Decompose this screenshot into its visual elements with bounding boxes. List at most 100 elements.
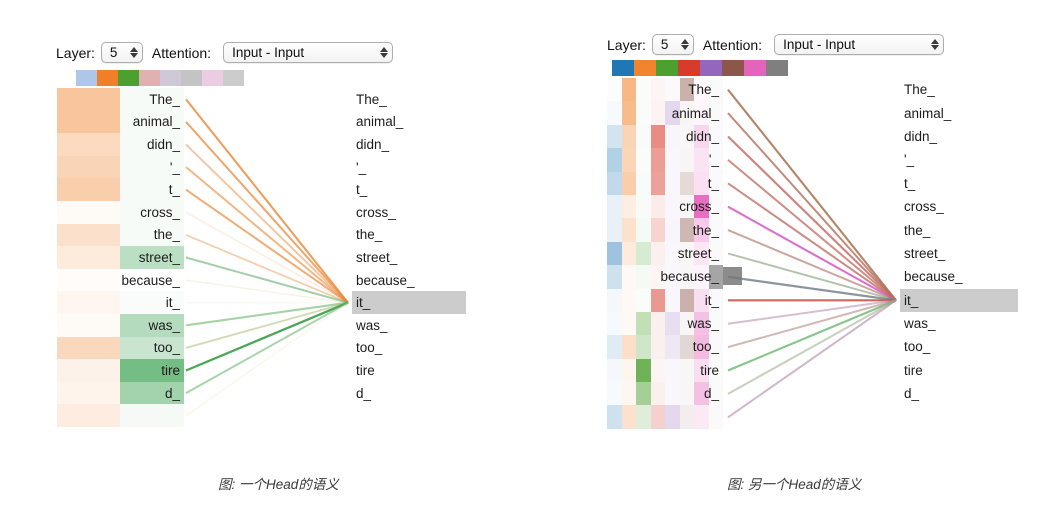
target-token[interactable]: because_ — [900, 265, 1018, 288]
stepper-icon[interactable] — [680, 39, 689, 50]
source-token[interactable]: d_ — [607, 382, 723, 405]
source-token[interactable]: The_ — [120, 88, 184, 111]
target-token[interactable]: d_ — [352, 382, 466, 405]
source-token[interactable]: it_ — [120, 291, 184, 314]
source-token-list-left[interactable]: The_animal_didn_'_t_cross_the_street_bec… — [120, 88, 184, 427]
layer-select-right[interactable]: 5 — [651, 34, 694, 55]
target-token[interactable]: animal_ — [352, 111, 466, 134]
chevron-updown-icon[interactable] — [931, 39, 940, 50]
layer-select-left[interactable]: 5 — [100, 42, 143, 63]
target-token-label: '_ — [356, 159, 367, 175]
target-token[interactable]: animal_ — [900, 101, 1018, 124]
head-swatch-1[interactable] — [97, 70, 118, 86]
target-token-list-left[interactable]: The_animal_didn_ '_ t_cross_the_ street_bec… — [352, 88, 466, 404]
source-token[interactable]: '_ — [607, 148, 723, 171]
source-token[interactable]: was_ — [120, 313, 184, 337]
target-token[interactable]: d_ — [900, 382, 1018, 405]
source-token[interactable]: The_ — [607, 78, 723, 101]
head-swatch-7[interactable] — [766, 60, 788, 76]
head-swatch-7[interactable] — [223, 70, 244, 86]
target-token[interactable]: didn_ — [900, 125, 1018, 148]
source-token[interactable]: tire — [120, 359, 184, 382]
target-token[interactable]: cross_ — [900, 195, 1018, 218]
source-token[interactable]: street_ — [120, 246, 184, 269]
stepper-icon[interactable] — [129, 47, 138, 58]
target-token[interactable]: the_ — [352, 224, 466, 247]
head-swatch-6[interactable] — [744, 60, 766, 76]
source-token[interactable]: tire — [607, 359, 723, 382]
heat-cell — [636, 311, 651, 336]
source-token[interactable]: t_ — [120, 178, 184, 201]
source-token[interactable]: didn_ — [120, 133, 184, 156]
target-token[interactable]: '_ — [900, 148, 1018, 171]
head-swatch-3[interactable] — [139, 70, 160, 86]
source-token[interactable]: too_ — [607, 335, 723, 358]
target-token[interactable]: street_ — [352, 246, 466, 269]
target-token[interactable]: t_ — [900, 172, 1018, 195]
head-swatch-3[interactable] — [678, 60, 700, 76]
target-token-label: street_ — [356, 249, 398, 265]
target-token[interactable]: tire — [352, 359, 466, 382]
target-token-selected[interactable]: it_ — [900, 288, 1018, 312]
heat-cell — [694, 194, 709, 219]
target-token[interactable]: was_ — [900, 312, 1018, 335]
head-color-legend-right[interactable] — [612, 60, 788, 76]
target-token[interactable]: because_ — [352, 269, 466, 292]
target-token[interactable]: street_ — [900, 242, 1018, 265]
source-token[interactable]: too_ — [120, 336, 184, 360]
attention-select-right[interactable]: Input - Input — [774, 34, 945, 55]
source-token-list-right[interactable]: The_animal_didn_'_t_cross_the_street_bec… — [607, 78, 723, 405]
source-token[interactable]: because_ — [607, 265, 723, 288]
target-token[interactable]: t_ — [352, 178, 466, 201]
source-token[interactable]: t_ — [607, 172, 723, 195]
head-swatch-2[interactable] — [118, 70, 139, 86]
head-swatch-0[interactable] — [76, 70, 97, 86]
heat-cell — [607, 194, 622, 219]
target-token[interactable]: The_ — [352, 88, 466, 111]
target-token[interactable]: the_ — [900, 218, 1018, 241]
target-token[interactable]: too_ — [352, 337, 466, 360]
source-token[interactable]: animal_ — [120, 110, 184, 134]
target-token[interactable]: was_ — [352, 314, 466, 337]
source-token[interactable]: didn_ — [607, 125, 723, 148]
target-token-label: it_ — [356, 295, 371, 311]
target-token[interactable]: The_ — [900, 78, 1018, 101]
attention-select-left[interactable]: Input - Input — [223, 42, 394, 63]
source-token[interactable]: the_ — [607, 218, 723, 241]
heat-cell — [57, 313, 120, 337]
heat-cell — [57, 404, 120, 427]
source-token[interactable]: because_ — [120, 269, 184, 292]
head-swatch-6[interactable] — [202, 70, 223, 86]
source-token[interactable]: street_ — [607, 242, 723, 265]
target-token-selected[interactable]: it_ — [352, 291, 466, 314]
source-token[interactable]: cross_ — [120, 200, 184, 224]
head-swatch-5[interactable] — [181, 70, 202, 86]
source-token[interactable]: animal_ — [607, 101, 723, 124]
chevron-updown-icon[interactable] — [380, 47, 389, 58]
target-token-label: '_ — [904, 152, 915, 168]
target-token-list-right[interactable]: The_animal_didn_ '_ t_cross_the_street_bec… — [900, 78, 1018, 405]
heat-cell — [57, 246, 120, 269]
target-token[interactable]: cross_ — [352, 201, 466, 224]
head-swatch-4[interactable] — [160, 70, 181, 86]
source-token[interactable]: cross_ — [607, 195, 723, 218]
heat-cell — [679, 218, 694, 242]
head-swatch-1[interactable] — [634, 60, 656, 76]
heat-cell — [621, 382, 636, 406]
head-swatch-2[interactable] — [656, 60, 678, 76]
source-token[interactable]: '_ — [120, 155, 184, 179]
head-swatch-4[interactable] — [700, 60, 722, 76]
head-swatch-5[interactable] — [722, 60, 744, 76]
source-token[interactable]: the_ — [120, 223, 184, 247]
target-token[interactable]: didn_ — [352, 133, 466, 156]
source-token[interactable]: d_ — [120, 381, 184, 405]
heat-cell — [650, 124, 665, 149]
target-token[interactable]: too_ — [900, 335, 1018, 358]
source-token[interactable]: was_ — [607, 312, 723, 335]
head-swatch-0[interactable] — [612, 60, 634, 76]
target-token[interactable]: tire — [900, 359, 1018, 382]
head-color-legend-left[interactable] — [76, 70, 244, 86]
source-token[interactable]: it_ — [607, 289, 723, 312]
heat-cell — [679, 382, 694, 406]
target-token[interactable]: '_ — [352, 156, 466, 179]
